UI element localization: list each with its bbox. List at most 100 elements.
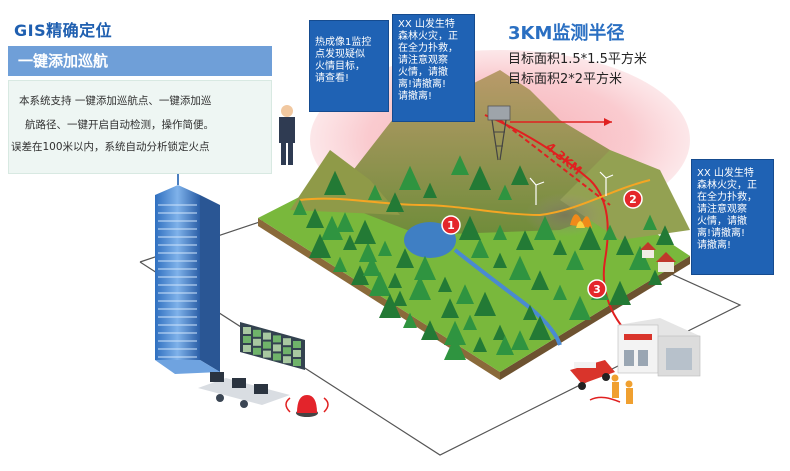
monitor-screen xyxy=(293,341,301,348)
pine-tree xyxy=(444,335,466,360)
gis-description-panel: 本系统支持 一键添加巡航点、一键添加巡 航路径、一键开启自动检测，操作简便。 误… xyxy=(8,80,272,174)
lake xyxy=(404,222,456,258)
pine-tree xyxy=(441,298,459,318)
pine-tree xyxy=(368,184,382,200)
monitor-screen xyxy=(283,338,291,346)
monitor-screen xyxy=(273,335,281,343)
pine-tree xyxy=(369,271,391,296)
pine-tree xyxy=(438,276,452,292)
pine-tree xyxy=(616,235,634,255)
pine-tree xyxy=(451,155,469,175)
gis-description-line: 航路径、一键开启自动检测，操作简便。 xyxy=(25,119,214,131)
pine-tree xyxy=(566,250,584,270)
route-marker-1: 1 xyxy=(441,215,461,235)
pine-tree xyxy=(336,212,354,232)
monitor-screen xyxy=(273,353,281,361)
pine-tree xyxy=(643,214,657,230)
pine-tree xyxy=(456,284,474,304)
pine-tree xyxy=(414,255,436,280)
pine-tree xyxy=(609,280,631,305)
pine-tree xyxy=(463,314,477,330)
pine-tree xyxy=(523,304,537,320)
patrol-route-orange xyxy=(299,179,651,217)
pine-tree xyxy=(333,256,347,272)
monitor-screen xyxy=(243,345,251,352)
fire-warning-box: XX 山发生特 森林火灾，正 在全力扑救， 请注意观察 火情，请撤 离!请撤离!… xyxy=(392,14,475,122)
monitor-screen xyxy=(283,356,291,364)
target-area-line: 目标面积2*2平方米 xyxy=(508,72,623,87)
pine-tree xyxy=(363,256,381,276)
pine-tree xyxy=(603,224,617,240)
pine-tree xyxy=(324,170,346,195)
monitor-screen xyxy=(283,347,291,355)
monitor-screen xyxy=(253,338,261,346)
pine-tree xyxy=(529,315,551,340)
monitor-screen xyxy=(273,344,281,352)
pine-tree xyxy=(496,335,514,355)
fire-station xyxy=(617,318,701,377)
pine-tree xyxy=(386,192,404,212)
pine-tree xyxy=(423,182,437,198)
pine-tree xyxy=(399,165,421,190)
pine-tree xyxy=(511,330,529,350)
pine-tree xyxy=(421,320,439,340)
pine-tree xyxy=(388,272,402,288)
control-room-desks xyxy=(198,372,290,408)
pine-tree xyxy=(293,199,307,215)
pine-tree xyxy=(656,225,674,245)
pine-tree xyxy=(511,165,529,185)
pine-tree xyxy=(403,312,417,328)
pine-tree xyxy=(648,269,662,285)
pine-tree xyxy=(553,284,567,300)
monitor-screen xyxy=(293,359,301,366)
pine-tree xyxy=(359,242,377,262)
alarm-beacon xyxy=(285,395,329,417)
pine-tree xyxy=(306,208,324,228)
pine-tree xyxy=(351,265,369,285)
svg-text:2: 2 xyxy=(629,193,637,206)
firefighters xyxy=(589,374,633,404)
pine-tree xyxy=(393,290,407,306)
pine-tree xyxy=(579,225,601,250)
pine-tree xyxy=(396,248,414,268)
svg-text:3: 3 xyxy=(593,283,601,296)
pine-tree xyxy=(459,215,481,240)
fire-warning-box-right: XX 山发生特 森林火灾，正 在全力扑救， 请注意观察 火情，请撤 离!请撤离!… xyxy=(691,159,774,275)
pine-tree xyxy=(379,293,401,318)
gis-title: GIS精确定位 xyxy=(14,21,113,40)
pine-tree xyxy=(469,165,491,190)
pine-tree xyxy=(474,291,496,316)
staff-person xyxy=(279,105,302,165)
monitoring-camera-tower xyxy=(487,105,511,161)
video-wall-screens xyxy=(243,327,301,366)
pine-tree xyxy=(309,233,331,258)
wind-turbine xyxy=(529,171,614,205)
terrain-side-right xyxy=(500,256,690,380)
command-building xyxy=(155,150,220,374)
target-area-line: 目标面积1.5*1.5平方米 xyxy=(508,52,647,67)
pine-tree xyxy=(534,215,556,240)
monitor-screen xyxy=(243,327,251,334)
pine-tree xyxy=(409,275,431,300)
gis-description-line: 误差在100米以内，系统自动分析锁定火点 xyxy=(11,141,210,153)
pine-tree xyxy=(473,336,487,352)
monitor-screen xyxy=(263,341,271,349)
pine-tree xyxy=(444,320,466,345)
terrain-side-left xyxy=(258,218,500,380)
gis-description-line: 本系统支持 一键添加巡航点、一键添加巡 xyxy=(19,95,212,107)
distance-measure-line xyxy=(499,119,611,206)
pine-tree xyxy=(569,295,591,320)
monitor-screen xyxy=(263,332,271,340)
route-marker-3: 3 xyxy=(587,279,607,299)
pine-tree xyxy=(471,238,489,258)
pine-tree xyxy=(531,270,549,290)
pine-tree xyxy=(509,255,531,280)
route-marker-2: 2 xyxy=(623,189,643,209)
fire-hotspot xyxy=(570,214,592,228)
monitor-screen xyxy=(253,347,261,355)
thermal-alert-box: 热成像1监控 点发现疑似 火情目标， 请查看! xyxy=(309,20,389,112)
pine-tree xyxy=(516,230,534,250)
pine-tree xyxy=(354,219,376,244)
pine-tree xyxy=(629,245,651,270)
radius-title: 3KM监测半径 xyxy=(508,23,625,44)
